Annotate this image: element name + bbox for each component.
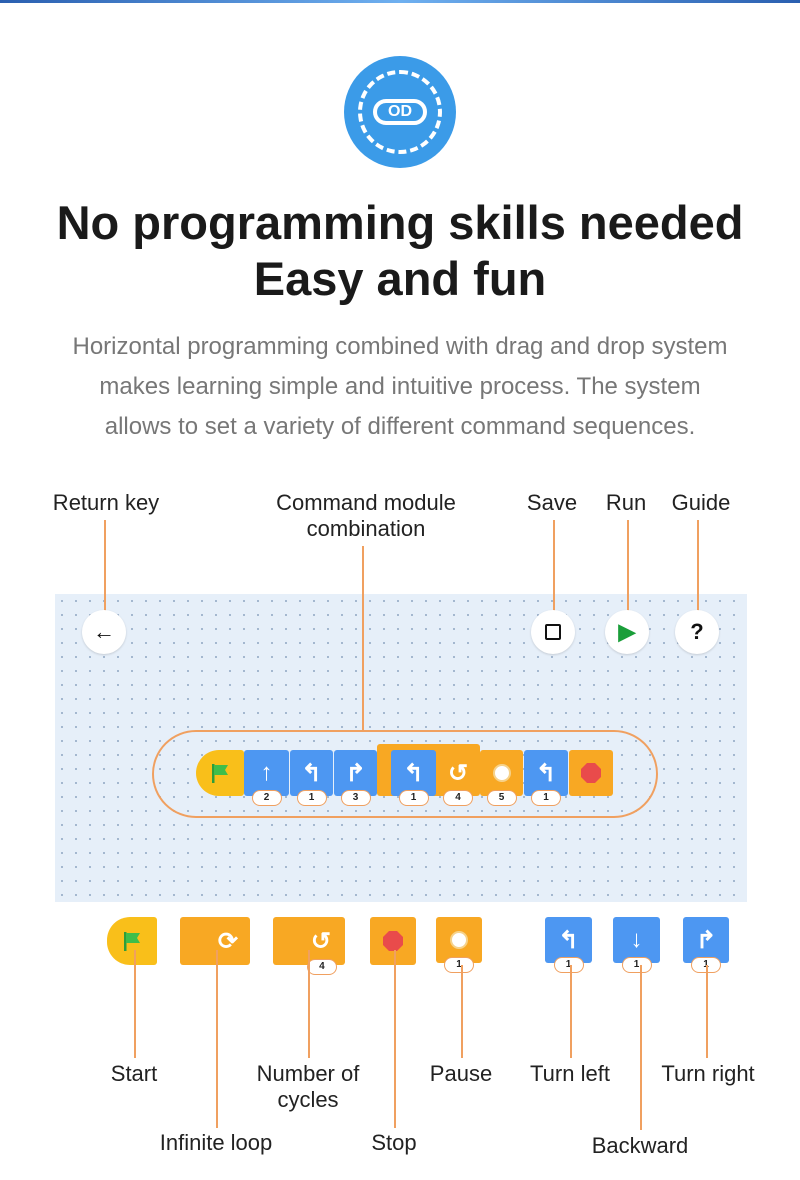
leader-line	[697, 520, 699, 612]
leader-line	[706, 965, 708, 1058]
label-line: cycles	[277, 1087, 339, 1112]
loop-back-icon: ↺	[310, 927, 331, 955]
subheadline: Easy and fun	[253, 252, 547, 305]
description: Horizontal programming combined with dra…	[0, 327, 800, 447]
description-line: allows to set a variety of different com…	[104, 413, 696, 440]
turn-left-block[interactable]: ↰1	[391, 750, 436, 806]
count-badge[interactable]: 1	[444, 957, 474, 973]
callout-guide: Guide	[671, 490, 731, 515]
leader-line	[362, 546, 364, 732]
description-line: Horizontal programming combined with dra…	[72, 333, 728, 360]
play-icon: ▶	[618, 619, 636, 644]
count-badge[interactable]: 5	[486, 790, 517, 806]
leader-line	[308, 950, 310, 1058]
label-pause: Pause	[429, 1061, 493, 1086]
flag-icon	[212, 764, 228, 783]
stop-icon	[383, 931, 403, 951]
label-turn-left: Turn left	[530, 1061, 610, 1086]
flag-icon	[124, 932, 140, 951]
leader-line	[461, 965, 463, 1058]
label-line: Number of	[256, 1061, 360, 1086]
palette-backward-block[interactable]: ↓1	[613, 917, 660, 973]
leader-line	[553, 520, 555, 612]
turn-left-icon: ↰	[403, 759, 424, 787]
run-button[interactable]: ▶	[605, 610, 649, 654]
callout-line: Command module	[276, 490, 456, 515]
count-badge[interactable]: 1	[531, 790, 561, 806]
label-backward: Backward	[591, 1133, 689, 1158]
palette-stop-block[interactable]	[370, 917, 416, 965]
count-badge[interactable]: 3	[340, 790, 371, 806]
leader-line	[570, 965, 572, 1058]
turn-left-block[interactable]: ↰1	[290, 750, 333, 806]
app-logo: OD	[344, 56, 456, 168]
refresh-icon: ⟳	[217, 927, 238, 955]
label-infinite-loop: Infinite loop	[159, 1130, 273, 1155]
question-icon: ?	[690, 619, 704, 644]
count-badge[interactable]: 1	[398, 790, 429, 806]
pause-block[interactable]: 5	[480, 750, 523, 806]
turn-left-icon: ↰	[535, 759, 557, 787]
leader-line	[216, 950, 218, 1128]
callout-line: combination	[306, 516, 426, 541]
count-badge[interactable]: 1	[621, 957, 652, 973]
leader-line	[627, 520, 629, 612]
count-badge[interactable]: 2	[251, 790, 282, 806]
count-badge[interactable]: 1	[553, 957, 584, 973]
loop-back-icon: ↺	[447, 759, 469, 787]
leader-line	[394, 950, 396, 1128]
palette-infinite-loop-block[interactable]: ⟳	[180, 917, 250, 965]
stop-block[interactable]	[569, 750, 613, 796]
sequence-highlight	[152, 730, 658, 818]
stop-icon	[581, 763, 601, 783]
arrow-up-icon: ↑	[260, 759, 273, 786]
callout-return-key: Return key	[52, 490, 160, 515]
start-block[interactable]	[196, 750, 244, 796]
count-badge[interactable]: 4	[443, 790, 473, 806]
palette-start-block[interactable]	[107, 917, 157, 965]
leader-line	[134, 950, 136, 1058]
label-start: Start	[110, 1061, 158, 1086]
label-stop: Stop	[371, 1130, 417, 1155]
forward-block[interactable]: ↑2	[244, 750, 289, 806]
turn-right-icon: ↱	[345, 759, 366, 787]
timer-icon	[450, 931, 468, 949]
guide-button[interactable]: ?	[675, 610, 719, 654]
top-border	[0, 0, 800, 3]
arrow-down-icon: ↓	[630, 926, 643, 953]
headline: No programming skills needed	[56, 196, 744, 249]
count-badge[interactable]: 1	[296, 790, 327, 806]
turn-left-icon: ↰	[301, 759, 322, 787]
label-turn-right: Turn right	[661, 1061, 755, 1086]
turn-left-icon: ↰	[558, 926, 579, 954]
turn-right-block[interactable]: ↱3	[334, 750, 377, 806]
palette-pause-block[interactable]: 1	[436, 917, 482, 973]
count-badge[interactable]: 4	[306, 959, 337, 975]
callout-save: Save	[526, 490, 578, 515]
logo-text: OD	[373, 99, 427, 125]
floppy-icon	[545, 624, 561, 640]
cycles-block[interactable]: ↺4	[437, 750, 479, 806]
description-line: makes learning simple and intuitive proc…	[99, 373, 701, 400]
turn-left-block[interactable]: ↰1	[524, 750, 568, 806]
callout-run: Run	[605, 490, 647, 515]
arrow-left-icon: ←	[93, 619, 115, 644]
back-button[interactable]: ←	[82, 610, 126, 654]
leader-line	[104, 520, 106, 612]
timer-icon	[492, 764, 511, 782]
palette-turn-left-block[interactable]: ↰1	[545, 917, 592, 973]
save-button[interactable]	[531, 610, 575, 654]
leader-line	[640, 965, 642, 1130]
palette-turn-right-block[interactable]: ↱1	[683, 917, 729, 973]
turn-right-icon: ↱	[695, 926, 717, 954]
